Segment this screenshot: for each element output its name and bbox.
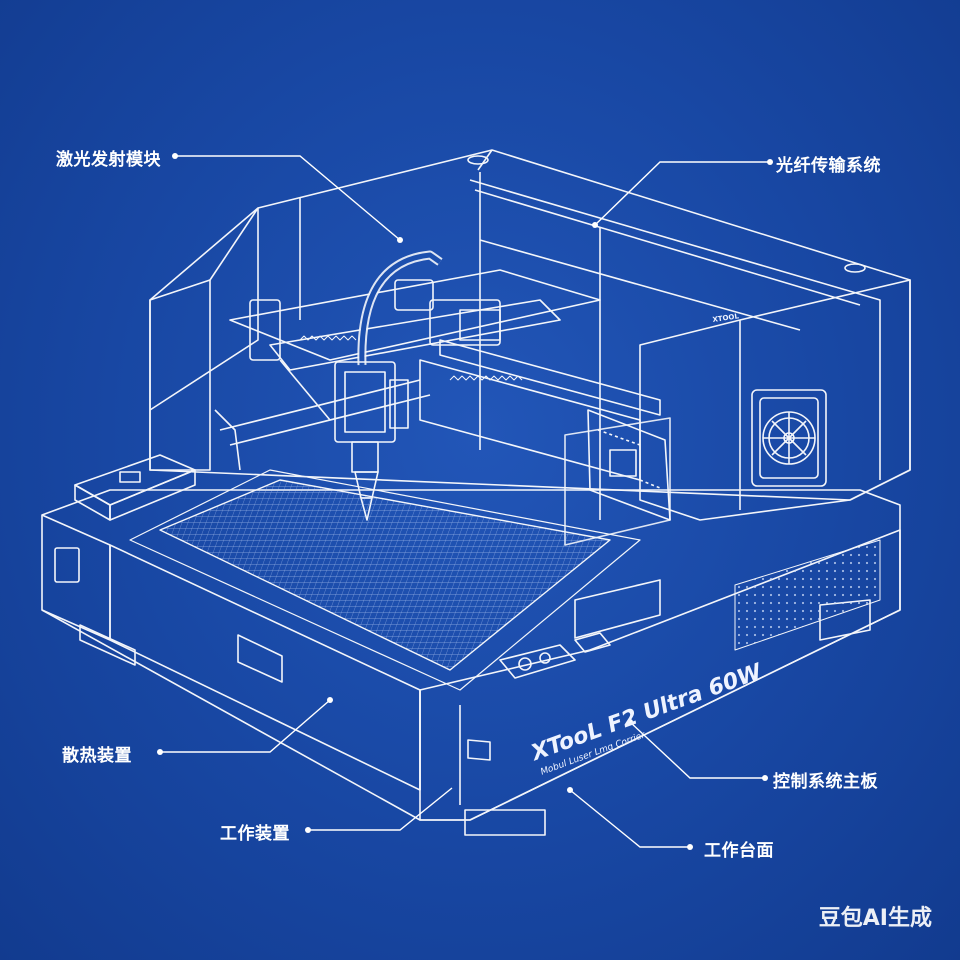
enclosure-cover	[149, 149, 911, 521]
callout-heat-dissipation: 散热装置	[62, 746, 132, 766]
control-board	[564, 409, 671, 546]
callout-leaders	[160, 155, 770, 848]
callout-laser-module: 激光发射模块	[56, 150, 161, 170]
ai-watermark: 豆包AI生成	[818, 906, 932, 931]
callout-work-table: 工作台面	[704, 841, 774, 861]
callout-fiber-transmission: 光纤传输系统	[776, 156, 881, 176]
callout-control-board: 控制系统主板	[773, 772, 878, 792]
fan-icon	[751, 389, 827, 487]
callout-dots	[157, 153, 773, 850]
side-module	[74, 454, 196, 521]
gantry-rails	[214, 269, 661, 481]
vent-grille	[734, 539, 881, 651]
machine-base	[41, 489, 901, 836]
laser-head	[334, 250, 443, 521]
callout-working-device: 工作装置	[220, 824, 290, 844]
work-table	[129, 469, 641, 691]
